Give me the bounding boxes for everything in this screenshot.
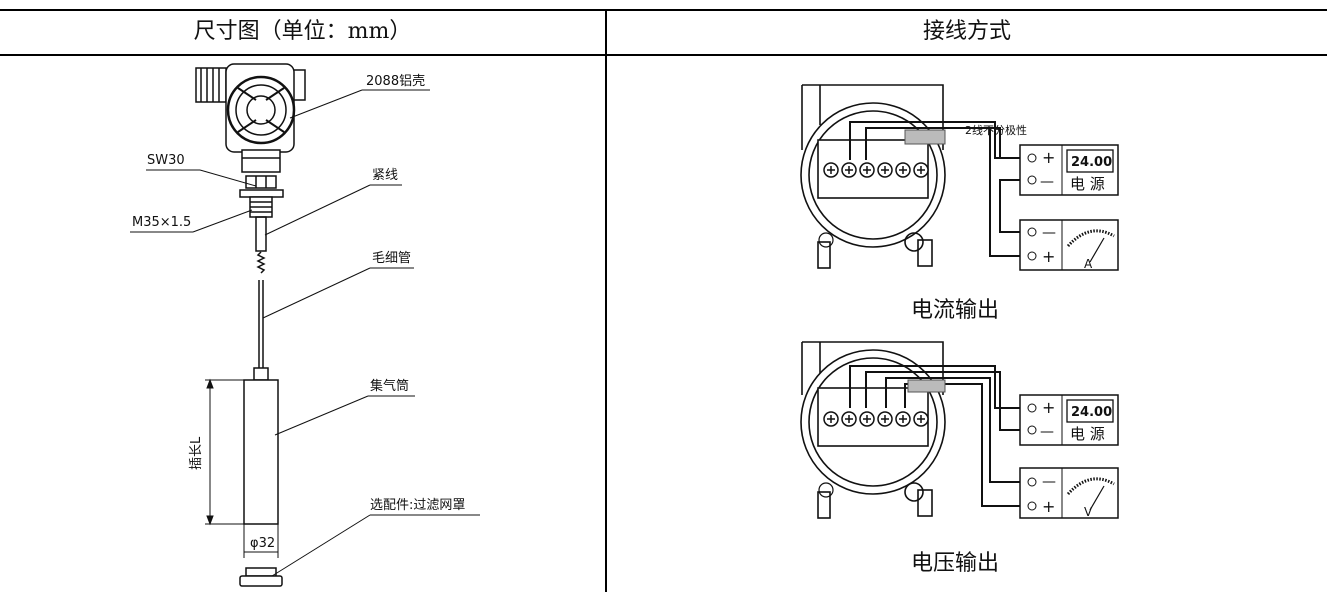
power-supply-current [1019, 144, 1119, 196]
label-diameter: φ32 [250, 536, 275, 551]
meter-plus-voltage: + [1042, 497, 1055, 516]
dimension-drawing: 2088铝壳 SW30 M35×1.5 紧线 毛细管 集气筒 选配件:过滤网罩 … [130, 63, 480, 587]
supply-minus-current: — [1040, 174, 1054, 190]
supply-plus-voltage: + [1042, 398, 1055, 417]
meter-unit-ampere: A [1084, 257, 1093, 271]
supply-display-current: 24.00 [1071, 155, 1112, 170]
dimension-lines [205, 378, 279, 558]
supply-display-voltage: 24.00 [1071, 405, 1112, 420]
meter-plus-current: + [1042, 247, 1055, 266]
label-gas-collector: 集气筒 [370, 378, 409, 394]
supply-label-current: 电 源 [1070, 175, 1105, 193]
sensor-housing [195, 63, 306, 587]
polarity-note: 2线不分极性 [965, 123, 1027, 137]
label-wrench-size: SW30 [147, 153, 185, 168]
power-supply-voltage [1019, 394, 1119, 446]
table-column-divider [605, 9, 607, 592]
label-thread: M35×1.5 [132, 215, 191, 230]
caption-current-output: 电流输出 [910, 298, 999, 323]
label-option-filter: 选配件:过滤网罩 [370, 498, 465, 513]
supply-label-voltage: 电 源 [1070, 425, 1105, 443]
wires-voltage [849, 365, 1020, 507]
voltage-output-diagram: + — 24.00 电 源 — + V [800, 341, 1119, 519]
terminal-block-current [823, 162, 929, 178]
label-fastening: 紧线 [372, 168, 398, 183]
table-top-border [0, 9, 1327, 11]
ammeter [1019, 219, 1119, 271]
supply-minus-voltage: — [1040, 424, 1054, 440]
caption-voltage-output: 电压输出 [910, 551, 999, 576]
supply-plus-current: + [1042, 148, 1055, 167]
header-wiring: 接线方式 [922, 19, 1011, 44]
meter-minus-voltage: — [1042, 474, 1056, 490]
meter-unit-volt: V [1084, 505, 1093, 519]
leader-lines [130, 89, 480, 577]
wires-current [849, 121, 1020, 257]
terminal-block-voltage [823, 411, 929, 427]
voltmeter [1019, 467, 1119, 519]
current-output-diagram: 2线不分极性 + — 24.00 电 源 — + A [800, 84, 1119, 271]
label-housing: 2088铝壳 [366, 74, 425, 89]
table-header-border [0, 54, 1327, 56]
meter-minus-current: — [1042, 225, 1056, 241]
label-insertion-length: 插长L [189, 436, 204, 470]
transmitter-housing-voltage [800, 341, 946, 519]
label-capillary: 毛细管 [372, 251, 411, 266]
header-dimension-drawing: 尺寸图（单位：mm） [193, 19, 412, 44]
